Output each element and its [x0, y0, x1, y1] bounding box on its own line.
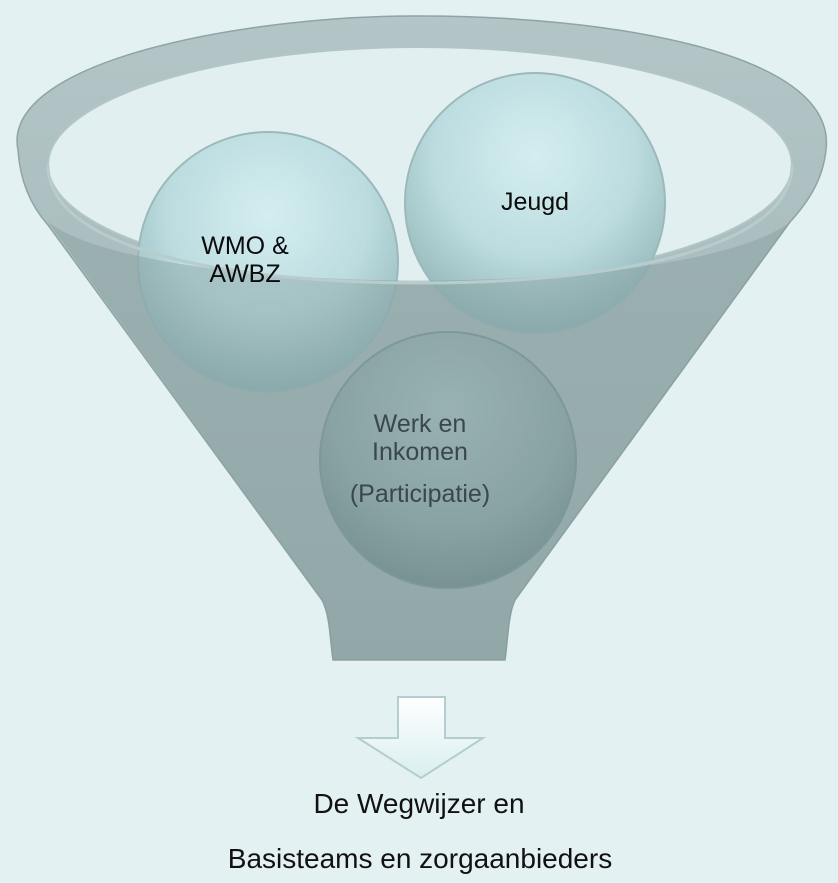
rim-front-shade [48, 222, 790, 660]
circle-wmo-awbz [137, 131, 399, 393]
label-wmo-line1: WMO & [201, 232, 289, 260]
label-werk-line2: Inkomen [372, 438, 468, 466]
label-wmo-line2: AWBZ [209, 260, 281, 288]
label-werk-inkomen: Werk en Inkomen (Participatie) [340, 410, 500, 508]
label-jeugd: Jeugd [500, 188, 570, 216]
funnel-rim-front [46, 164, 794, 285]
caption-line1: De Wegwijzer en [313, 788, 525, 819]
circle-jeugd [404, 72, 666, 334]
label-werk-line3: (Participatie) [349, 480, 491, 508]
label-werk-line1: Werk en [373, 410, 467, 438]
circle-werk-inkomen [319, 331, 577, 589]
label-wmo-awbz: WMO & AWBZ [175, 232, 315, 288]
caption-line2: Basisteams en zorgaanbieders [227, 843, 613, 874]
down-arrow-icon [354, 696, 487, 780]
